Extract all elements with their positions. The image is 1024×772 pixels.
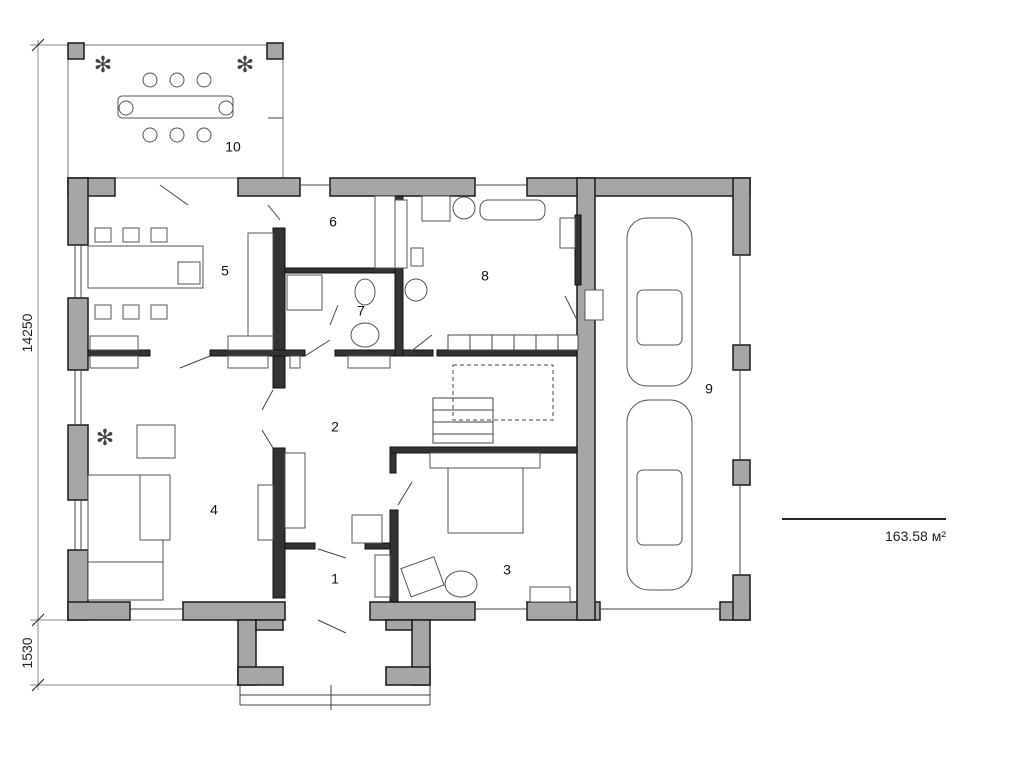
room-label-1: 1 [331,571,339,587]
walls [67,177,751,710]
area-underline [782,518,946,520]
room-label-3: 3 [503,562,511,578]
dimension-height-main: 14250 [19,313,35,352]
furniture: ✻ [87,195,693,603]
plant-icon: ✻ [96,425,114,450]
room-labels: 1 2 3 4 5 6 7 8 9 10 [210,139,713,587]
dimension-height-porch: 1530 [19,637,35,668]
room-label-6: 6 [329,214,337,230]
total-area: 163.58 м² [782,518,946,544]
terrace: ✻ ✻ [67,42,284,179]
room-label-7: 7 [357,303,365,319]
room-label-2: 2 [331,419,339,435]
dimension-lines: 14250 1530 [19,38,240,692]
plant-icon: ✻ [236,52,254,77]
room-label-9: 9 [705,381,713,397]
room-label-5: 5 [221,263,229,279]
room-label-8: 8 [481,268,489,284]
plant-icon: ✻ [94,52,112,77]
room-label-10: 10 [225,139,241,155]
total-area-value: 163.58 м² [885,528,946,544]
room-label-4: 4 [210,502,218,518]
